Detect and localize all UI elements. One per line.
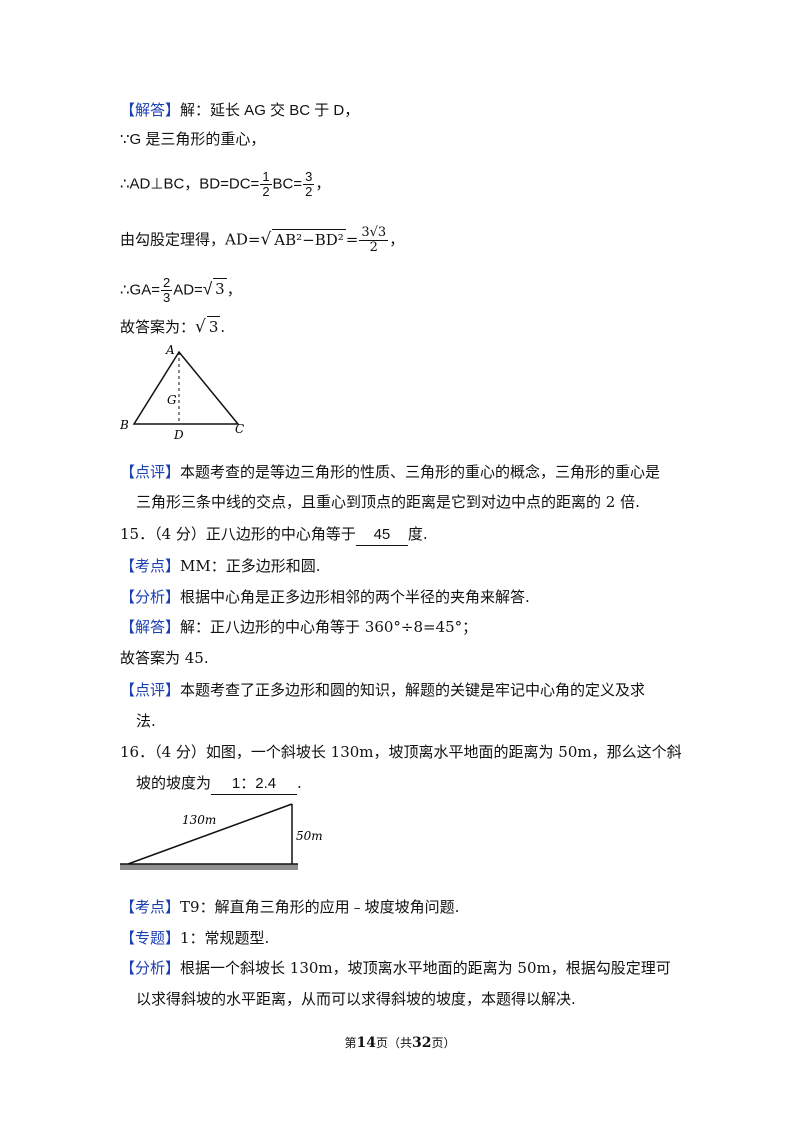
q15-kaodian: 【考点】MM：正多边形和圆. <box>120 556 321 576</box>
sqrt-icon: √ <box>195 317 206 337</box>
text: ， <box>315 175 331 193</box>
q16-fenxi-line-1: 【分析】根据一个斜坡长 130m，坡顶离水平地面的距离为 50m，根据勾股定理可 <box>120 958 671 978</box>
stem-text: 坡的坡度为 <box>136 774 212 792</box>
denominator: 2 <box>262 184 270 199</box>
q16-zhuanti: 【专题】1：常规题型. <box>120 928 269 948</box>
radicand: AB²−BD² <box>272 228 346 249</box>
kaodian-tag: 【考点】 <box>120 557 181 575</box>
footer-text: 页（共 <box>375 1036 412 1050</box>
kaodian-tag: 【考点】 <box>120 898 181 916</box>
text: 由勾股定理得，AD= <box>120 230 261 249</box>
numerator: 1 <box>260 169 272 185</box>
label-b: B <box>119 418 129 432</box>
jieda-tag: 【解答】 <box>120 618 181 636</box>
q16-stem-line-1: 16．（4 分）如图，一个斜坡长 130m，坡顶离水平地面的距离为 50m，那么… <box>120 743 682 761</box>
label-g: G <box>167 393 177 407</box>
dianping-tag: 【点评】 <box>120 681 181 699</box>
text: ， <box>226 281 242 299</box>
q15-fenxi: 【分析】根据中心角是正多边形相邻的两个半径的夹角来解答. <box>120 587 530 607</box>
dianping-text: 本题考查了正多边形和圆的知识，解题的关键是牢记中心角的定义及求 <box>180 681 646 699</box>
label-d: D <box>173 428 184 442</box>
text: . <box>220 318 226 336</box>
radicand: 3 <box>213 278 227 299</box>
text: 故答案为： <box>120 318 196 336</box>
q14-line-6: 故答案为：√3. <box>120 316 225 337</box>
label-a: A <box>165 343 175 357</box>
slope-length-label: 130m <box>182 813 216 827</box>
q16-kaodian: 【考点】T9：解直角三角形的应用﹣坡度坡角问题. <box>120 897 459 917</box>
text: AD= <box>173 281 203 299</box>
stem-text: 度. <box>407 525 428 543</box>
text: BC= <box>272 175 303 193</box>
zhuanti-tag: 【专题】 <box>120 929 181 947</box>
fenxi-tag: 【分析】 <box>120 959 181 977</box>
text: ∴AD⊥BC，BD=DC= <box>120 175 260 193</box>
height-label: 50m <box>296 829 323 843</box>
text: ∴GA= <box>120 281 160 299</box>
stem-text: . <box>297 774 302 792</box>
q16-answer-blank: 1：2.4 <box>211 774 298 795</box>
numerator: 3√3 <box>359 225 389 241</box>
denominator: 2 <box>369 240 378 255</box>
comment-text: 本题考查的是等边三角形的性质、三角形的重心的概念，三角形的重心是 <box>180 463 661 481</box>
kaodian-text: MM：正多边形和圆. <box>180 557 321 575</box>
q14-answer-line: 【解答】解：延长 AG 交 BC 于 D， <box>120 100 359 121</box>
page-footer: 第14页（共32页） <box>0 1034 800 1051</box>
numerator: 3 <box>303 169 315 185</box>
fenxi-tag: 【分析】 <box>120 588 181 606</box>
stem-text: 15．（4 分）正八边形的中心角等于 <box>120 525 356 543</box>
kaodian-text: T9：解直角三角形的应用﹣坡度坡角问题. <box>180 898 460 916</box>
denominator: 3 <box>162 290 171 305</box>
numerator: 2 <box>160 275 173 291</box>
comment-tag: 【点评】 <box>120 463 181 481</box>
text: = <box>345 230 359 249</box>
q15-dianping-line-2: 法. <box>136 712 156 730</box>
triangle-figure: A B C D G <box>119 343 244 442</box>
radicand: 3 <box>206 316 221 336</box>
q15-dianping-line-1: 【点评】本题考查了正多边形和圆的知识，解题的关键是牢记中心角的定义及求 <box>120 680 645 700</box>
q15-answer: 故答案为 45. <box>120 649 209 667</box>
fenxi-text: 根据一个斜坡长 130m，坡顶离水平地面的距离为 50m，根据勾股定理可 <box>180 959 671 977</box>
slope-line <box>127 803 293 865</box>
q15-jieda: 【解答】解：正八边形的中心角等于 360°÷8=45°； <box>120 617 477 637</box>
triangle-abc <box>132 350 240 425</box>
zhuanti-text: 1：常规题型. <box>180 929 270 947</box>
label-c: C <box>235 422 244 436</box>
answer-text: 解：延长 AG 交 BC 于 D， <box>180 102 360 119</box>
answer-tag: 【解答】 <box>120 101 181 119</box>
sqrt-icon: √ <box>202 279 213 299</box>
jieda-text: 解：正八边形的中心角等于 360°÷8=45°； <box>180 618 478 636</box>
q15-answer-blank: 45 <box>355 525 408 546</box>
current-page-number: 14 <box>356 1035 376 1051</box>
q14-comment-line-2: 三角形三条中线的交点，且重心到顶点的距离是它到对边中点的距离的 2 倍. <box>136 493 640 511</box>
total-page-number: 32 <box>412 1035 432 1051</box>
footer-text: 第 <box>344 1036 357 1050</box>
footer-text: 页） <box>431 1036 456 1050</box>
q14-line-2: ∵G 是三角形的重心， <box>120 131 266 148</box>
q16-fenxi-line-2: 以求得斜坡的水平距离，从而可以求得斜坡的坡度，本题得以解决. <box>136 990 576 1008</box>
text: ， <box>389 230 405 249</box>
fenxi-text: 根据中心角是正多边形相邻的两个半径的夹角来解答. <box>180 588 530 606</box>
sqrt-icon: √ <box>260 229 272 250</box>
slope-figure: 130m 50m <box>120 803 323 870</box>
q14-comment-line-1: 【点评】本题考查的是等边三角形的性质、三角形的重心的概念，三角形的重心是 <box>120 462 660 482</box>
denominator: 2 <box>305 184 313 199</box>
ground <box>120 864 298 870</box>
